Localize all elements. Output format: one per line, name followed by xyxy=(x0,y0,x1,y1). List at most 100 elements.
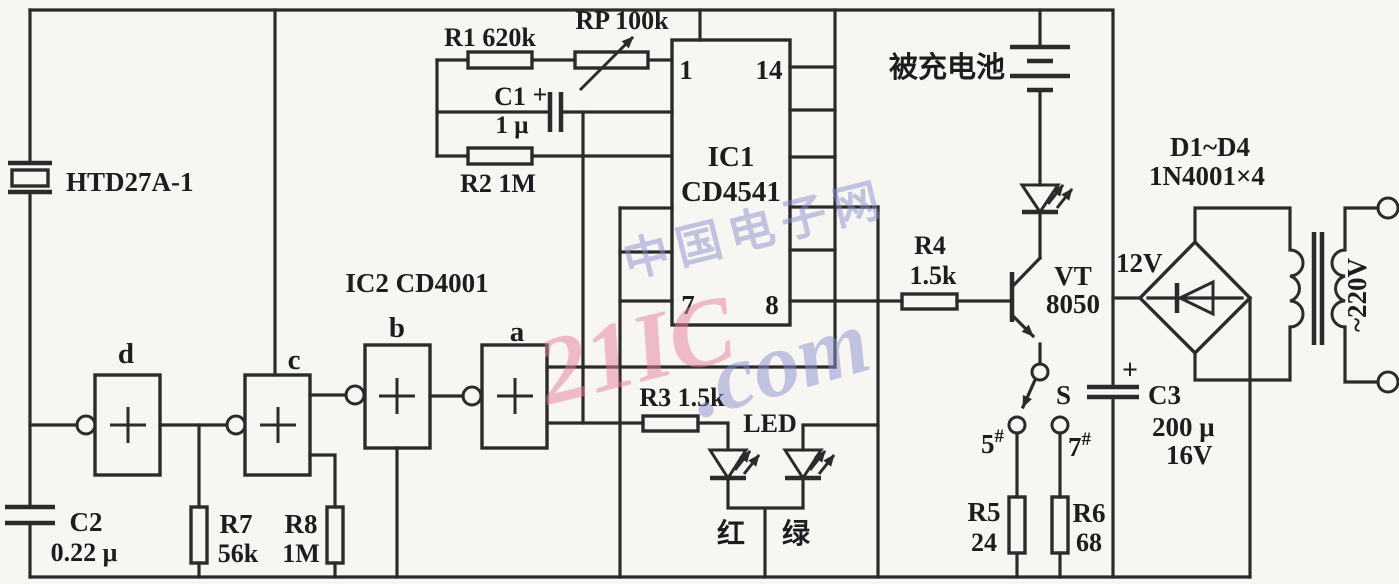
r7-name: R7 xyxy=(220,509,253,539)
r3-label: R3 1.5k xyxy=(639,383,725,412)
top-rail xyxy=(28,8,1115,389)
vt-name: VT xyxy=(1054,261,1092,291)
led-common-cathode-wire xyxy=(726,476,805,579)
ic1-pin1: 1 xyxy=(679,55,693,85)
green-led-arrow1-icon xyxy=(808,450,827,471)
charge-led-arrow1-icon xyxy=(1046,184,1065,205)
r8-wire xyxy=(308,453,337,579)
bridge-value: 1N4001×4 xyxy=(1149,161,1265,191)
potentiometer-rp-icon xyxy=(573,50,650,70)
c2-name: C2 xyxy=(70,507,103,537)
resistor-r7-icon xyxy=(189,505,209,565)
r5-value: 24 xyxy=(971,528,997,557)
contact7-label: 7# xyxy=(1068,429,1092,462)
range-switch-branch: S 5# 7# R5 24 R6 68 xyxy=(968,362,1106,579)
ic1-right-pin-stubs xyxy=(788,65,837,252)
oscillator-network: R1 620k RP 100k C1 + 1 μ R2 1M xyxy=(435,6,674,425)
battery-cells-icon xyxy=(1010,44,1070,93)
ic1-name: IC1 xyxy=(708,141,755,173)
red-led-arrow2-icon xyxy=(742,454,761,475)
power-rails xyxy=(28,8,1252,579)
gate-c-box xyxy=(243,373,312,477)
c3-plus: + xyxy=(1122,355,1138,386)
ic1-left-pin-stubs xyxy=(618,206,674,303)
gate-b-plus-icon xyxy=(379,378,415,414)
r6-name: R6 xyxy=(1073,498,1106,528)
transformer-primary-icon xyxy=(1330,248,1346,329)
c1-name: C1 xyxy=(494,82,526,111)
switch-contact5-icon xyxy=(1007,415,1027,435)
charge-led-arrow2-icon xyxy=(1055,188,1074,209)
ic1-pin14: 14 xyxy=(756,55,783,85)
piezo-crystal-icon xyxy=(10,168,50,188)
bridge-rectifier: D1~D4 1N4001×4 xyxy=(1111,132,1292,382)
c3-value: 200 μ xyxy=(1152,412,1215,442)
ic2-label: IC2 CD4001 xyxy=(345,268,488,298)
r4-value: 1.5k xyxy=(910,261,958,290)
gate-c-plus-icon xyxy=(260,407,296,443)
gate-d-label: d xyxy=(118,338,134,370)
driver-stage: R4 1.5k VT 8050 xyxy=(788,231,1100,366)
v12-label: 12V xyxy=(1116,248,1163,278)
battery-label: 被充电池 xyxy=(889,51,1005,84)
red-led-icon xyxy=(707,448,749,481)
resistor-r1-icon xyxy=(466,50,534,70)
vt-value: 8050 xyxy=(1046,289,1100,319)
c3-plates-icon xyxy=(1087,384,1139,400)
ic1-box xyxy=(670,38,792,327)
resistor-r3-icon xyxy=(641,414,700,433)
piezo-label: HTD27A-1 xyxy=(66,167,194,197)
r8-name: R8 xyxy=(285,509,318,539)
gate-b-bubble-icon xyxy=(344,384,366,406)
bridge-diode-icon xyxy=(1176,279,1215,317)
c3-volt: 16V xyxy=(1166,440,1213,470)
filter-cap-c3: + C3 200 μ 16V 12V xyxy=(1087,248,1215,470)
green-led-anode-wire xyxy=(801,423,880,452)
led-indicator-branch: R3 1.5k LED 红 绿 xyxy=(545,383,880,579)
mains-terminal-top-icon xyxy=(1376,196,1399,220)
bridge-diamond-icon xyxy=(1137,239,1253,356)
piezo-electrodes xyxy=(8,160,52,195)
mains-terminal-bottom-icon xyxy=(1376,370,1399,394)
gate-b-label: b xyxy=(389,312,405,344)
charged-battery-branch: 被充电池 xyxy=(889,8,1074,260)
green-led-arrow2-icon xyxy=(817,454,836,475)
mains-label: ~220V xyxy=(1342,257,1372,332)
r1-label: R1 620k xyxy=(444,23,536,52)
resistor-r4-icon xyxy=(900,292,959,311)
mains-wires xyxy=(1343,206,1380,384)
bridge-ac-top-wire xyxy=(1193,206,1292,252)
resistor-r8-icon xyxy=(325,505,345,565)
gate-d-plus-icon xyxy=(110,407,146,443)
ic1-pin8: 8 xyxy=(765,290,779,320)
bridge-ac-bottom-wire xyxy=(1193,325,1292,382)
gate-d-bubble-icon xyxy=(75,414,97,436)
resistor-r5-icon xyxy=(1007,495,1027,555)
rp-label: RP 100k xyxy=(575,6,669,35)
piezo-element: HTD27A-1 xyxy=(8,160,194,197)
red-led-arrow1-icon xyxy=(733,450,752,471)
rp-arrow-icon xyxy=(578,35,635,92)
charge-led-icon xyxy=(1019,183,1061,215)
gate-c-label: c xyxy=(288,344,301,376)
c2-plates-icon xyxy=(5,504,55,526)
c1-plus: + xyxy=(533,80,548,109)
ic1-pin7: 7 xyxy=(681,290,695,320)
gate-a-plus-icon xyxy=(497,378,533,414)
led-red-label: 红 xyxy=(717,517,745,550)
bridge-name: D1~D4 xyxy=(1170,132,1250,162)
c2-value: 0.22 μ xyxy=(51,538,118,567)
r7-value: 56k xyxy=(218,539,259,568)
r5-name: R5 xyxy=(968,497,1001,527)
gate-a-box xyxy=(480,343,549,450)
mains-transformer: ~220V xyxy=(1289,196,1399,394)
r8-value: 1M xyxy=(282,539,320,568)
r6-value: 68 xyxy=(1076,528,1102,557)
capacitor-c2: C2 0.22 μ xyxy=(5,504,118,567)
watermark: 中国电子网 21IC .com xyxy=(525,173,892,437)
ic1-chip: IC1 CD4541 1 14 7 8 xyxy=(618,8,880,579)
transistor-emitter-icon xyxy=(1009,312,1036,339)
r2-label: R2 1M xyxy=(460,169,536,198)
gate-a-bubble-icon xyxy=(461,385,483,407)
